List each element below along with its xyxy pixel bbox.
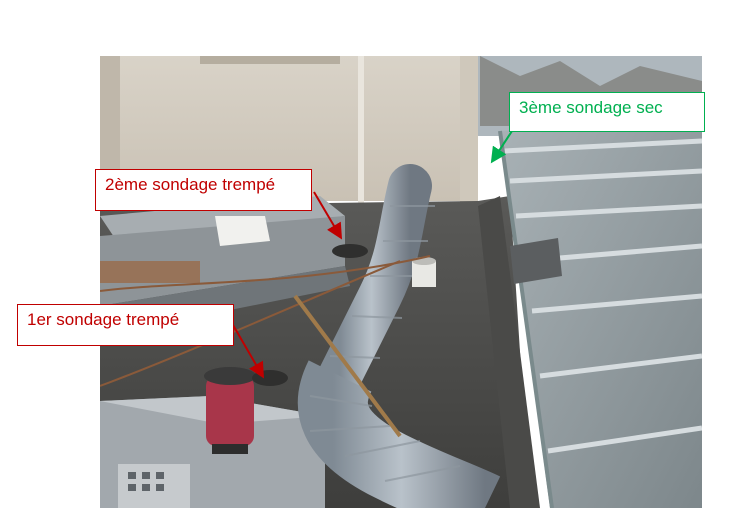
- roof-photo: [100, 56, 702, 508]
- arrow-third: [490, 127, 515, 164]
- arrow-second: [313, 191, 343, 240]
- callout-second-probe: 2ème sondage trempé: [95, 169, 312, 211]
- arrow-first: [232, 324, 265, 379]
- callout-third-probe: 3ème sondage sec: [509, 92, 705, 132]
- callout-first-probe: 1er sondage trempé: [17, 304, 234, 346]
